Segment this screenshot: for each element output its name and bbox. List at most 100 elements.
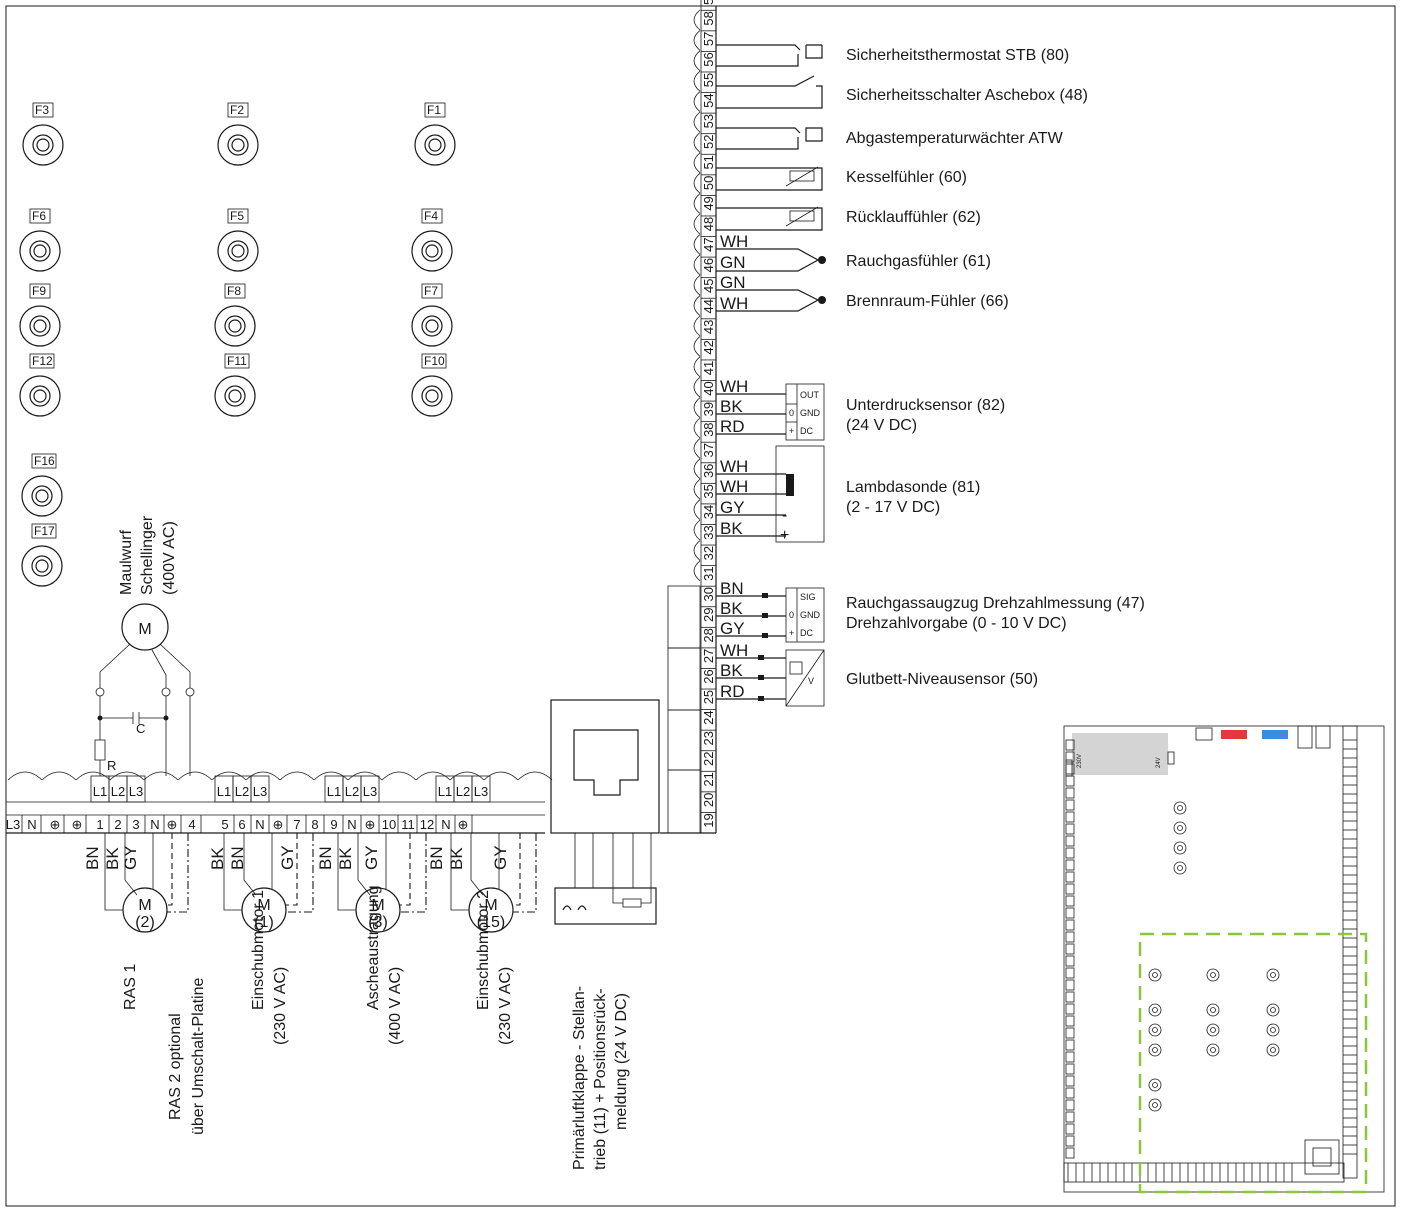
- terminal-bottom-17: N: [347, 817, 356, 832]
- terminal-bottom-10: 5: [221, 817, 228, 832]
- svg-text:GND: GND: [800, 610, 821, 620]
- terminal-41: 41: [701, 361, 716, 375]
- terminal-bottom-12: N: [255, 817, 264, 832]
- svg-text:RD: RD: [720, 417, 745, 436]
- terminal-bottom-20: 11: [401, 817, 415, 832]
- svg-text:+: +: [780, 527, 789, 544]
- svg-text:F5: F5: [230, 209, 244, 223]
- svg-text:GND: GND: [800, 408, 821, 418]
- svg-text:V: V: [808, 676, 814, 686]
- terminal-32: 32: [701, 546, 716, 560]
- terminal-bottom-11: 6: [238, 817, 245, 832]
- component-labels: Sicherheitsthermostat STB (80) Sicherhei…: [846, 47, 1145, 688]
- svg-text:RD: RD: [720, 682, 745, 701]
- right-terminal-block: 1920212223242526272829303132333435363738…: [660, 0, 717, 834]
- fuse-f11: F11: [214, 353, 256, 417]
- terminal-bottom-0: L3: [6, 817, 20, 832]
- svg-text:BN: BN: [316, 846, 335, 870]
- fuse-f3: F3: [22, 102, 64, 166]
- label-atw: Abgastemperaturwächter ATW: [846, 130, 1064, 147]
- svg-text:F3: F3: [35, 103, 49, 117]
- terminal-34: 34: [701, 505, 716, 519]
- svg-text:GY: GY: [121, 845, 140, 870]
- label-saugzug: Rauchgassaugzug Drehzahlmessung (47): [846, 595, 1145, 612]
- terminal-29: 29: [701, 608, 716, 622]
- svg-text:(3): (3): [368, 914, 388, 931]
- terminal-top-l1: L1: [438, 784, 452, 799]
- label-kessel: Kesselfühler (60): [846, 169, 967, 186]
- label-drehzahlvorgabe: Drehzahlvorgabe (0 - 10 V DC): [846, 615, 1067, 632]
- svg-text:C: C: [136, 721, 145, 736]
- svg-text:BN: BN: [83, 846, 102, 870]
- primaerluft-connector: Primärluftklappe - Stellan- trieb (11) +…: [550, 699, 660, 1170]
- label-brennraum: Brennraum-Fühler (66): [846, 293, 1009, 310]
- terminal-56: 56: [701, 52, 716, 66]
- fuse-f10: F10: [411, 353, 453, 417]
- terminal-44: 44: [701, 299, 716, 313]
- terminal-top-l2: L2: [235, 784, 249, 799]
- terminal-top-l2: L2: [111, 784, 125, 799]
- terminal-bottom-3: ⊕: [72, 817, 83, 832]
- fuse-f5: F5: [217, 208, 259, 272]
- svg-text:WH: WH: [720, 457, 748, 476]
- terminal-bottom-23: ⊕: [458, 817, 469, 832]
- svg-text:BK: BK: [336, 847, 355, 870]
- svg-text:(15): (15): [477, 914, 505, 931]
- terminal-bottom-4: 1: [96, 817, 103, 832]
- label-lambda: Lambdasonde (81): [846, 479, 980, 496]
- svg-text:Maulwurf: Maulwurf: [118, 530, 135, 595]
- svg-text:DC: DC: [800, 426, 813, 436]
- svg-text:DC: DC: [800, 628, 813, 638]
- svg-text:(2): (2): [135, 914, 155, 931]
- terminal-26: 26: [701, 669, 716, 683]
- svg-text:F9: F9: [32, 284, 46, 298]
- terminal-43: 43: [701, 320, 716, 334]
- fuse-f12: F12: [19, 353, 61, 417]
- svg-text:+: +: [789, 628, 794, 638]
- terminal-22: 22: [701, 752, 716, 766]
- svg-text:F4: F4: [424, 209, 438, 223]
- motor-label-1: RAS 1: [122, 964, 139, 1010]
- svg-text:F1: F1: [427, 103, 441, 117]
- terminal-31: 31: [701, 566, 716, 580]
- terminal-bottom-1: N: [27, 817, 36, 832]
- terminal-52: 52: [701, 135, 716, 149]
- maulwurf-motor: M R C Maulwurf Schellinger (400V AC): [94, 515, 195, 776]
- svg-text:WH: WH: [720, 377, 748, 396]
- terminal-top-l2: L2: [456, 784, 470, 799]
- svg-text:WH: WH: [720, 294, 748, 313]
- svg-text:SIG: SIG: [800, 592, 816, 602]
- terminal-50: 50: [701, 176, 716, 190]
- terminal-top-l3: L3: [363, 784, 377, 799]
- svg-text:GY: GY: [720, 619, 745, 638]
- svg-text:F17: F17: [34, 524, 55, 538]
- fuse-f8: F8: [214, 283, 256, 347]
- label-rauchgas: Rauchgasfühler (61): [846, 253, 991, 270]
- fuse-f7: F7: [411, 283, 453, 347]
- terminal-bottom-7: N: [150, 817, 159, 832]
- terminal-23: 23: [701, 731, 716, 745]
- svg-text:BK: BK: [720, 519, 743, 538]
- svg-text:M: M: [138, 897, 151, 914]
- label-aschebox: Sicherheitsschalter Aschebox (48): [846, 87, 1088, 104]
- terminal-bottom-2: ⊕: [50, 817, 61, 832]
- terminal-bottom-13: ⊕: [273, 817, 284, 832]
- terminal-36: 36: [701, 464, 716, 478]
- fuse-f2: F2: [217, 102, 259, 166]
- terminal-24: 24: [701, 710, 716, 724]
- svg-text:OUT: OUT: [800, 390, 820, 400]
- terminal-bottom-6: 3: [132, 817, 139, 832]
- terminal-27: 27: [701, 649, 716, 663]
- svg-text:F6: F6: [32, 209, 46, 223]
- terminal-19: 19: [701, 813, 716, 827]
- terminal-42: 42: [701, 340, 716, 354]
- svg-text:0: 0: [789, 610, 794, 620]
- label-lambda-voltage: (2 - 17 V DC): [846, 499, 940, 516]
- svg-text:WH: WH: [720, 232, 748, 251]
- svg-text:F12: F12: [32, 354, 53, 368]
- terminal-40: 40: [701, 381, 716, 395]
